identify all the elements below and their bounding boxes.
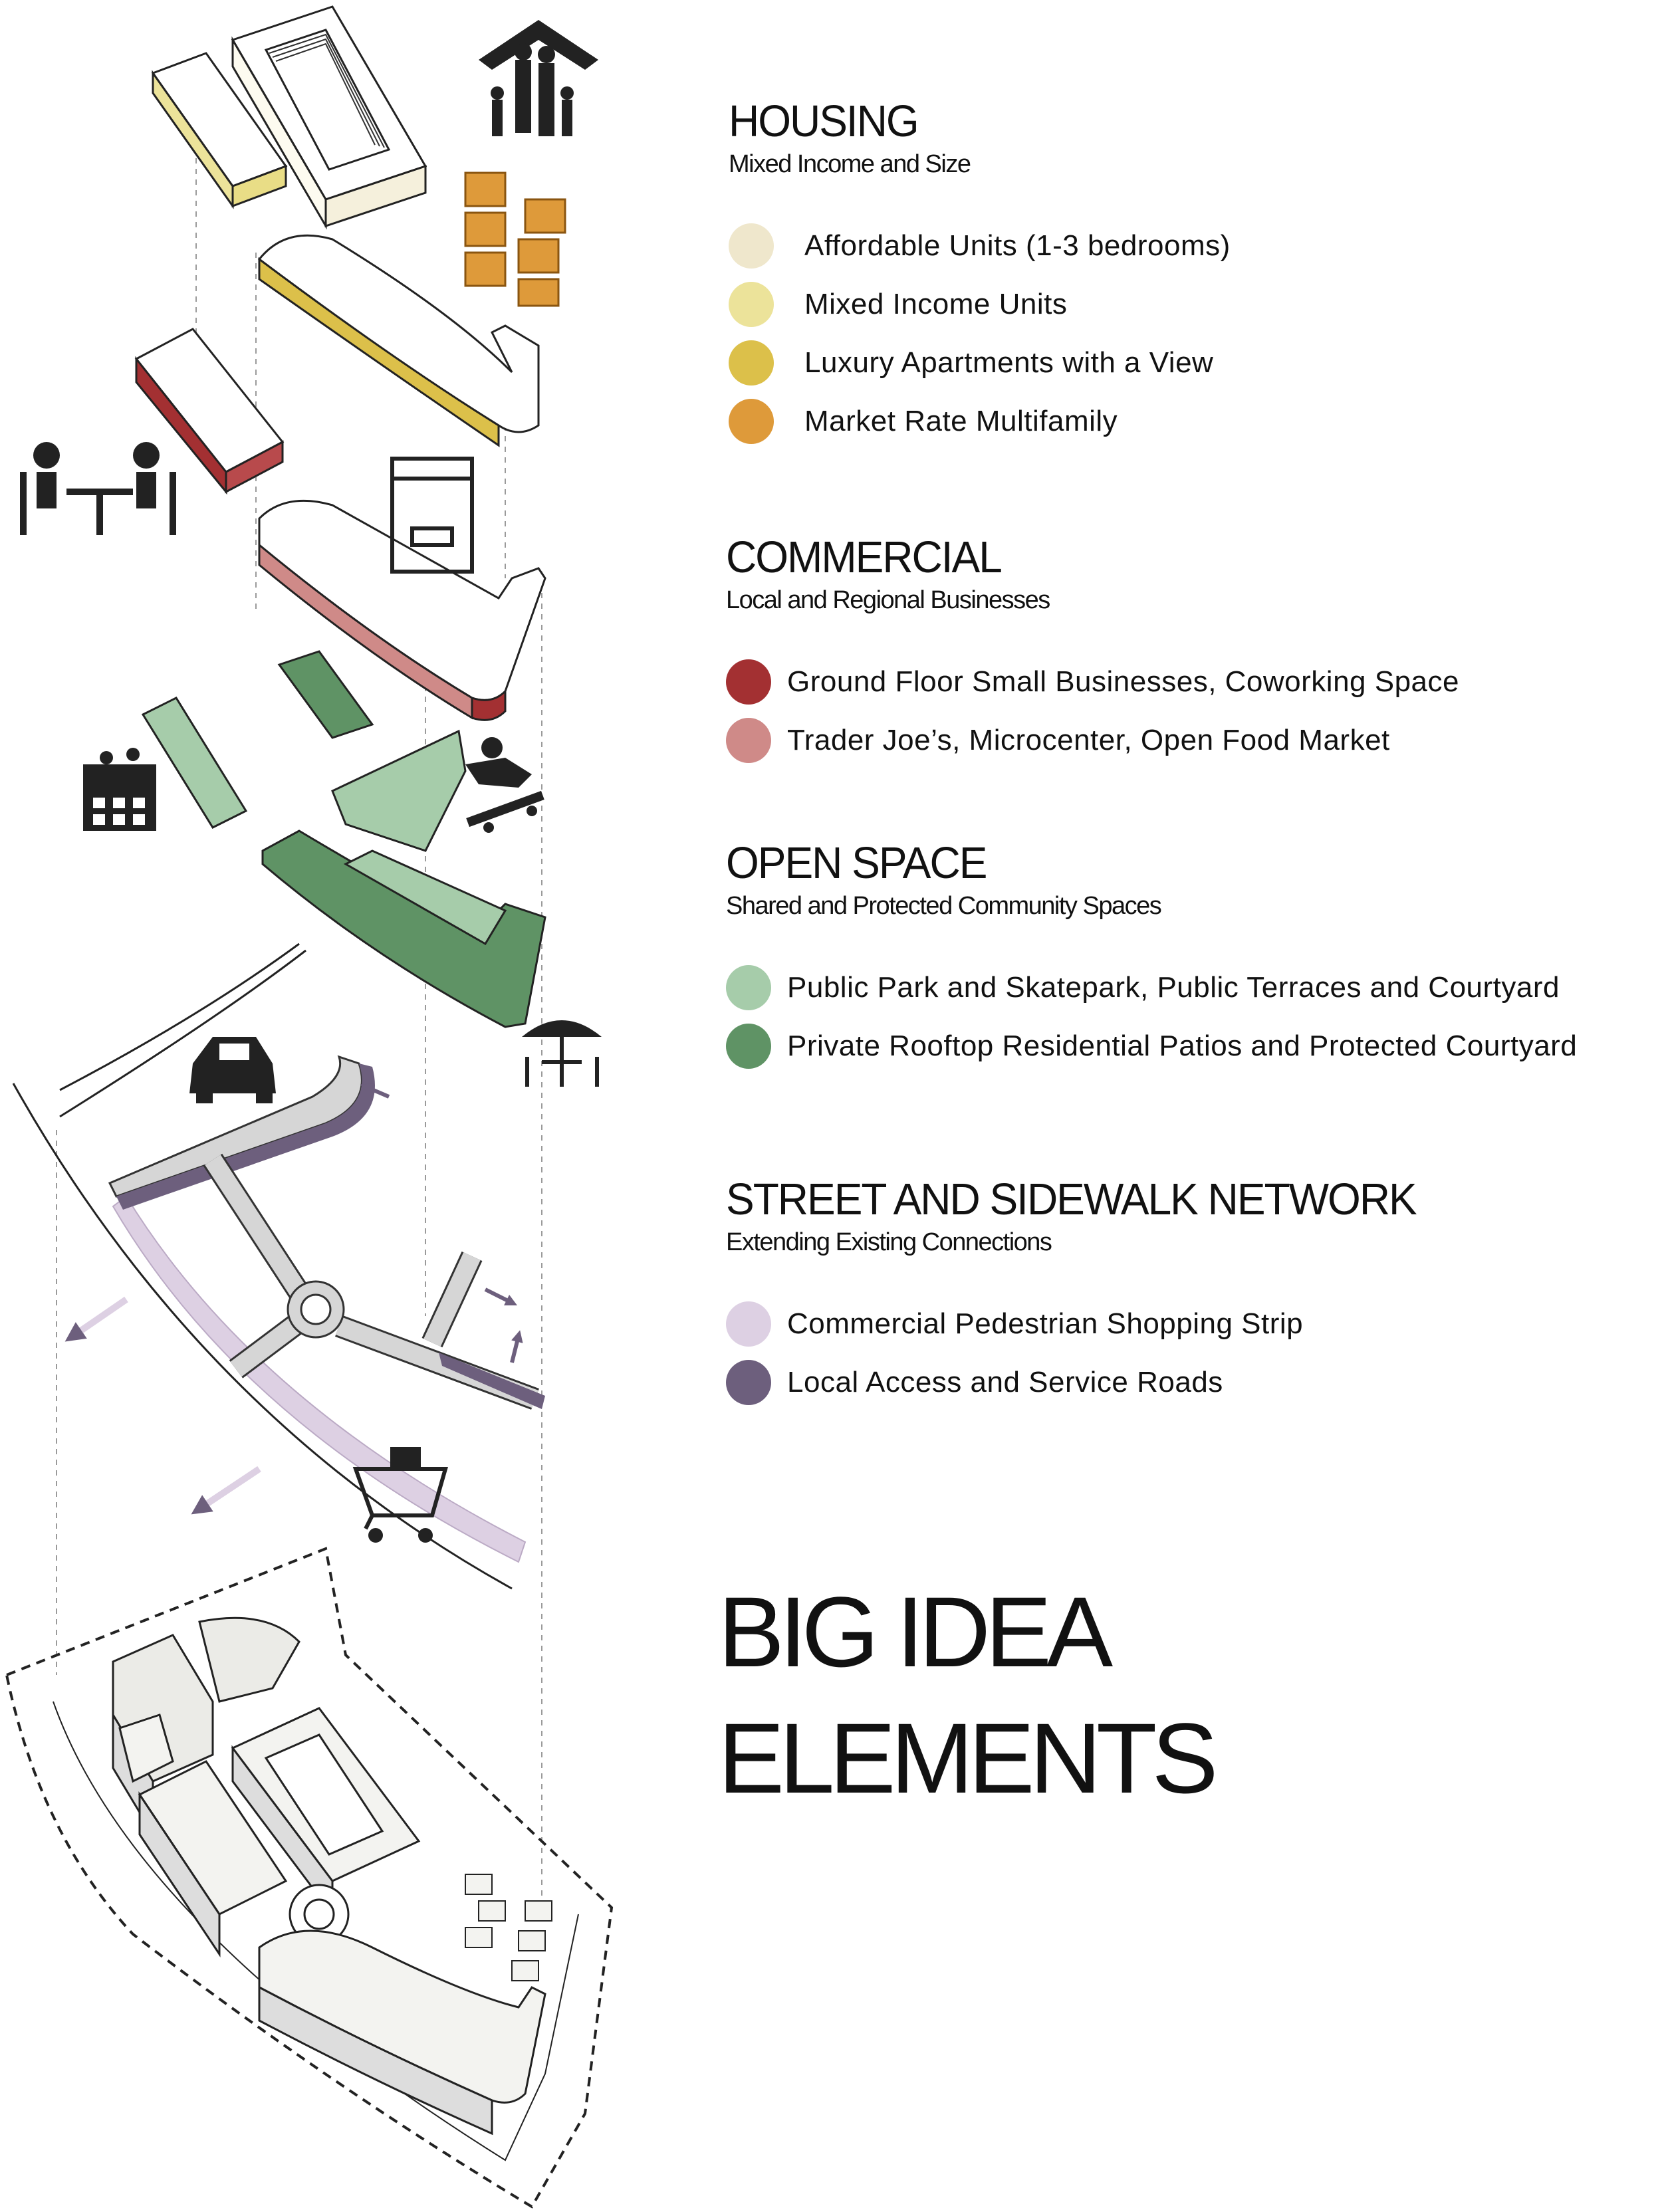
street-title: STREET AND SIDEWALK NETWORK [726,1174,1417,1224]
commercial-section: COMMERCIAL Local and Regional Businesses… [726,532,1459,770]
patio-umbrella-icon [522,1020,602,1087]
open-space-layer [141,650,546,1028]
legend-swatch [729,282,774,327]
legend-label: Market Rate Multifamily [804,405,1118,437]
legend-item: Luxury Apartments with a View [729,334,1231,392]
legend-item: Mixed Income Units [729,275,1231,334]
legend-swatch [729,340,774,386]
legend-swatch [726,718,771,763]
shopping-cart-icon [352,1447,448,1543]
car-icon [189,1037,276,1103]
legend-swatch [729,399,774,444]
street-section: STREET AND SIDEWALK NETWORK Extending Ex… [726,1174,1417,1412]
open-space-subtitle: Shared and Protected Community Spaces [726,892,1162,920]
headline-line-1: BIG IDEA [718,1576,1113,1688]
legend-item: Ground Floor Small Businesses, Coworking… [726,653,1459,711]
legend-label: Public Park and Skatepark, Public Terrac… [787,971,1560,1004]
commercial-layer [258,499,546,721]
legend-label: Ground Floor Small Businesses, Coworking… [787,665,1460,698]
coworking-icon [20,442,176,535]
housing-legend: Affordable Units (1-3 bedrooms) Mixed In… [729,217,1231,451]
housing-layer [134,5,540,495]
family-house-icon [479,20,598,136]
commercial-subtitle: Local and Regional Businesses [726,586,1050,614]
headline-line-2: ELEMENTS [718,1702,1219,1814]
legend-item: Trader Joe’s, Microcenter, Open Food Mar… [726,711,1459,770]
headline: BIG IDEA ELEMENTS [718,1569,1219,1821]
commercial-title: COMMERCIAL [726,532,1003,582]
legend-label: Commercial Pedestrian Shopping Strip [787,1307,1304,1340]
legend-swatch [726,965,771,1010]
legend-item: Private Rooftop Residential Patios and P… [726,1017,1577,1075]
housing-section: HOUSING Mixed Income and Size Affordable… [729,96,1231,451]
housing-title: HOUSING [729,96,919,146]
legend-label: Mixed Income Units [804,288,1068,320]
open-space-title: OPEN SPACE [726,837,987,888]
legend-label: Luxury Apartments with a View [804,346,1214,379]
composite-site-plan [5,1547,614,2209]
street-legend: Commercial Pedestrian Shopping Strip Loc… [726,1295,1416,1412]
legend-label: Local Access and Service Roads [787,1366,1223,1398]
open-space-section: OPEN SPACE Shared and Protected Communit… [726,837,1577,1075]
legend-label: Affordable Units (1-3 bedrooms) [804,229,1231,262]
legend-swatch [726,1024,771,1069]
market-stall-icon [390,457,474,574]
legend-swatch [726,659,771,705]
street-layer [12,942,545,1590]
street-subtitle: Extending Existing Connections [726,1228,1052,1256]
legend-swatch [729,223,774,269]
legend-label: Trader Joe’s, Microcenter, Open Food Mar… [787,724,1390,756]
housing-subtitle: Mixed Income and Size [729,150,971,178]
skateboarder-icon [465,737,544,833]
legend-swatch [726,1360,771,1405]
legend-item: Market Rate Multifamily [729,392,1231,451]
legend-item: Affordable Units (1-3 bedrooms) [729,217,1231,275]
legend-item: Local Access and Service Roads [726,1353,1416,1412]
legend-label: Private Rooftop Residential Patios and P… [787,1030,1578,1062]
legend-swatch [726,1301,771,1347]
legend-item: Public Park and Skatepark, Public Terrac… [726,958,1577,1017]
community-building-icon [83,748,156,831]
commercial-legend: Ground Floor Small Businesses, Coworking… [726,653,1459,770]
open-space-legend: Public Park and Skatepark, Public Terrac… [726,958,1577,1075]
legend-item: Commercial Pedestrian Shopping Strip [726,1295,1416,1353]
boxes-icon [464,171,566,307]
